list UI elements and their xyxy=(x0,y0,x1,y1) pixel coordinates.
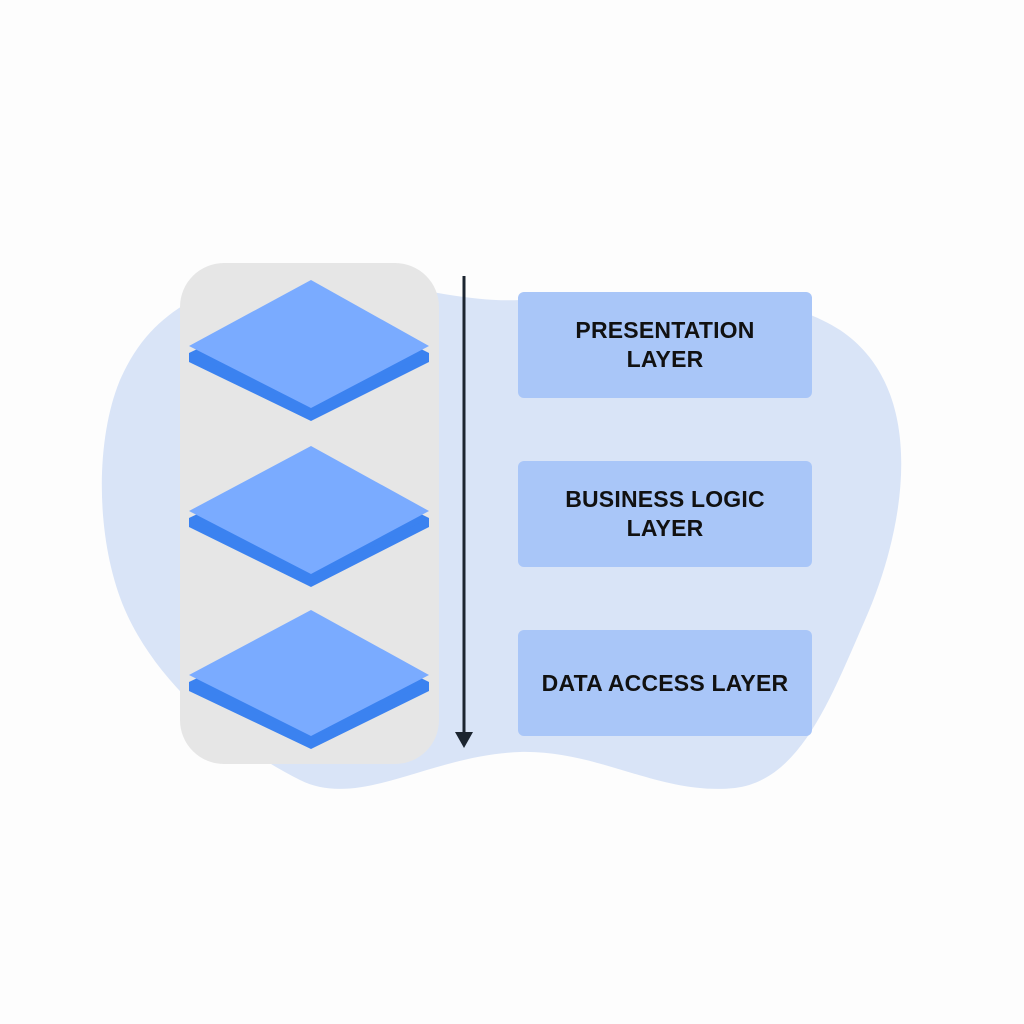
layer-slab-icon xyxy=(189,280,429,421)
layer-slab-icon xyxy=(189,610,429,749)
business-logic-layer-label: BUSINESS LOGIC LAYER xyxy=(565,486,765,541)
presentation-layer-box: PRESENTATION LAYER xyxy=(518,292,812,398)
layer-slab-icon xyxy=(189,446,429,587)
arrow-head-icon xyxy=(455,732,473,748)
data-access-layer-label: DATA ACCESS LAYER xyxy=(541,669,789,696)
business-logic-layer-box: BUSINESS LOGIC LAYER xyxy=(518,461,812,567)
flow-arrow xyxy=(455,276,473,748)
data-access-layer-box: DATA ACCESS LAYER xyxy=(518,630,812,736)
presentation-layer-label: PRESENTATION LAYER xyxy=(575,317,755,372)
